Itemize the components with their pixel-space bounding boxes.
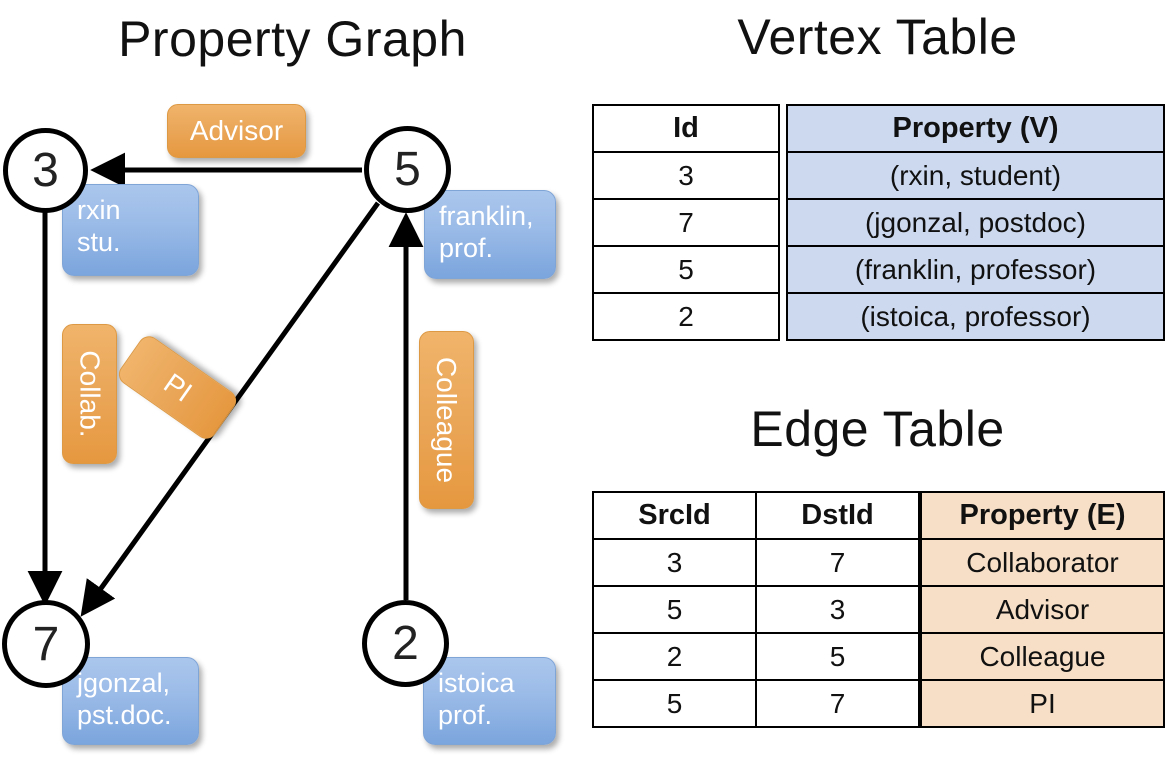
vertex-table-header-property: Property (V) [786, 104, 1165, 153]
table-row: (rxin, student) [786, 151, 1165, 200]
bubble-line-1: rxin [77, 195, 121, 225]
edge-src-cell: 2 [592, 632, 757, 681]
edge-table-header-dstid: DstId [755, 491, 920, 540]
graph-vertex-3[interactable]: 3 [3, 128, 88, 213]
vertex-id-label: 7 [32, 617, 60, 671]
edge-dst-cell: 7 [755, 679, 920, 728]
graph-vertex-2[interactable]: 2 [362, 600, 449, 687]
vertex-id-cell: 7 [592, 198, 780, 247]
table-row: Collaborator [920, 538, 1165, 587]
vertex-property-bubble-rxin: rxin stu. [62, 184, 199, 276]
page-title-edge-table: Edge Table [750, 401, 1005, 457]
page-title-vertex-table: Vertex Table [737, 9, 1018, 65]
table-row: 3 [592, 151, 780, 200]
edge-label-colleague: Colleague [419, 331, 474, 509]
edge-label-advisor-text: Advisor [189, 115, 284, 146]
edge-label-advisor: Advisor [167, 104, 306, 158]
table-row: 3 7 [592, 538, 920, 587]
edge-src-cell: 5 [592, 679, 757, 728]
edge-dst-cell: 7 [755, 538, 920, 587]
table-row: (franklin, professor) [786, 245, 1165, 294]
table-header-row: SrcId DstId [592, 491, 920, 540]
edge-label-colleague-text: Colleague [431, 356, 463, 484]
edge-property-cell: PI [920, 679, 1165, 728]
table-header-row: Property (E) [920, 491, 1165, 540]
vertex-property-bubble-franklin: franklin, prof. [424, 190, 556, 279]
bubble-line-1: jgonzal, [77, 668, 171, 698]
edge-property-cell: Colleague [920, 632, 1165, 681]
bubble-line-2: pst.doc. [77, 699, 172, 730]
page-title-property-graph: Property Graph [118, 11, 467, 67]
vertex-property-cell: (jgonzal, postdoc) [786, 198, 1165, 247]
edge-label-collab: Collab. [62, 324, 117, 464]
edge-dst-cell: 5 [755, 632, 920, 681]
table-row: 2 5 [592, 632, 920, 681]
vertex-table-id-column: Id 3 7 5 2 [592, 104, 780, 341]
bubble-line-2: prof. [438, 699, 493, 730]
vertex-property-cell: (istoica, professor) [786, 292, 1165, 341]
edge-table-property-column: Property (E) Collaborator Advisor Collea… [920, 491, 1165, 728]
table-row: Colleague [920, 632, 1165, 681]
edge-property-cell: Collaborator [920, 538, 1165, 587]
table-row: 5 [592, 245, 780, 294]
vertex-property-cell: (rxin, student) [786, 151, 1165, 200]
table-row: 5 3 [592, 585, 920, 634]
edge-table-id-columns: SrcId DstId 3 7 5 3 2 5 5 7 [592, 491, 920, 728]
vertex-property-cell: (franklin, professor) [786, 245, 1165, 294]
vertex-table-property-column: Property (V) (rxin, student) (jgonzal, p… [786, 104, 1165, 341]
bubble-line-1: istoica [438, 668, 515, 698]
graph-vertex-7[interactable]: 7 [2, 600, 90, 688]
bubble-line-2: stu. [77, 226, 121, 257]
table-row: 7 [592, 198, 780, 247]
edge-label-pi-text: PI [158, 366, 198, 408]
edge-dst-cell: 3 [755, 585, 920, 634]
table-row: 5 7 [592, 679, 920, 728]
vertex-id-cell: 2 [592, 292, 780, 341]
bubble-line-2: prof. [439, 232, 494, 263]
table-row: PI [920, 679, 1165, 728]
edge-table-header-property: Property (E) [920, 491, 1165, 540]
vertex-id-label: 5 [394, 143, 421, 196]
table-header-row: Id [592, 104, 780, 153]
graph-vertex-5[interactable]: 5 [364, 126, 451, 213]
edge-property-cell: Advisor [920, 585, 1165, 634]
vertex-property-bubble-istoica: istoica prof. [423, 657, 556, 745]
edge-label-collab-text: Collab. [74, 350, 106, 438]
edge-table-header-srcid: SrcId [592, 491, 757, 540]
bubble-line-1: franklin, [439, 201, 534, 231]
vertex-id-cell: 3 [592, 151, 780, 200]
vertex-id-label: 3 [32, 144, 59, 197]
vertex-table-header-id: Id [592, 104, 780, 153]
table-row: (istoica, professor) [786, 292, 1165, 341]
table-header-row: Property (V) [786, 104, 1165, 153]
vertex-id-cell: 5 [592, 245, 780, 294]
table-row: (jgonzal, postdoc) [786, 198, 1165, 247]
table-row: 2 [592, 292, 780, 341]
table-row: Advisor [920, 585, 1165, 634]
vertex-property-bubble-jgonzal: jgonzal, pst.doc. [62, 657, 199, 745]
edge-src-cell: 3 [592, 538, 757, 587]
edge-src-cell: 5 [592, 585, 757, 634]
vertex-id-label: 2 [392, 617, 419, 670]
